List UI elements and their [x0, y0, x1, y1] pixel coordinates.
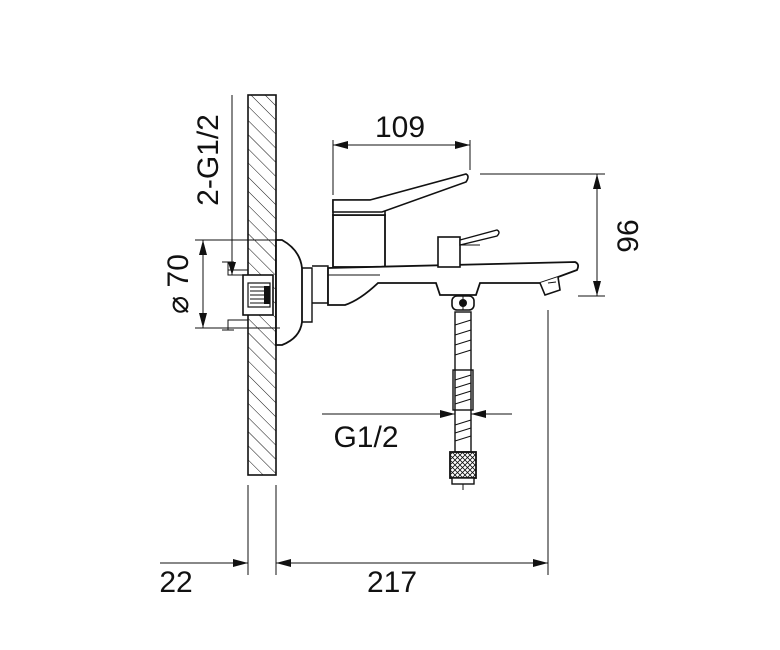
- hose-coil-pattern: [452, 319, 474, 442]
- lever-length-label: 109: [375, 111, 425, 144]
- dimension-lever-length: 109: [332, 111, 471, 195]
- connection-thread-label: 2-G1/2: [192, 114, 225, 206]
- faucet-body: [327, 173, 580, 306]
- spout-height-label: 96: [612, 219, 645, 252]
- wall-offset-label: 22: [159, 566, 192, 599]
- dimension-total-projection: 217: [276, 310, 549, 599]
- dimension-wall-offset: 22: [159, 559, 248, 599]
- dimension-flange-diameter: ⌀ 70: [162, 239, 280, 329]
- dimension-spout-height: 96: [480, 173, 645, 297]
- hose-thread-label: G1/2: [333, 421, 398, 454]
- flange-escutcheon: [275, 239, 329, 346]
- total-projection-label: 217: [367, 566, 417, 599]
- flange-diameter-label: ⌀ 70: [162, 254, 195, 314]
- dimension-connection-thread: 2-G1/2: [192, 95, 236, 275]
- wall-connector: [222, 261, 274, 331]
- dimension-hose-thread: G1/2: [322, 410, 512, 454]
- wall-section: [247, 94, 277, 575]
- shower-hose: [449, 295, 477, 490]
